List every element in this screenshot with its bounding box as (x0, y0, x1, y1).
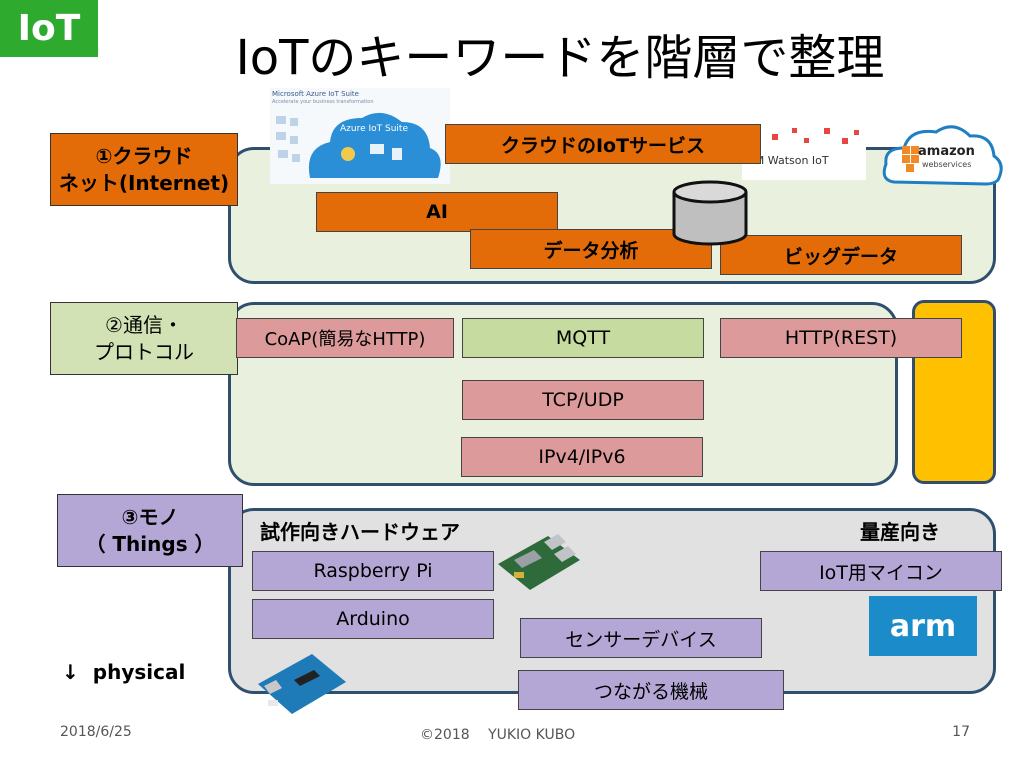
mass-production-heading: 量産向き (860, 520, 940, 544)
layer-label-things-line1: ③モノ (121, 504, 179, 529)
layer-label-cloud-line1: ①クラウド (95, 143, 193, 168)
slide-title: IoTのキーワードを階層で整理 (235, 30, 885, 86)
coap-box: CoAP(簡易なHTTP) (236, 318, 454, 358)
down-arrow-icon: ↓ (62, 660, 79, 684)
layer-label-things: ③モノ （ Things ） (57, 494, 243, 567)
physical-text: physical (92, 660, 186, 684)
footer-copyright: ©2018 YUKIO KUBO (420, 727, 576, 743)
prototype-hardware-heading: 試作向きハードウェア (260, 520, 460, 544)
connected-machine-box: つながる機械 (518, 670, 784, 710)
arm-logo: arm (869, 596, 977, 656)
azure-iot-suite-image: Microsoft Azure IoT Suite Accelerate you… (270, 88, 450, 184)
sensor-device-box: センサーデバイス (520, 618, 762, 658)
raspberry-pi-box: Raspberry Pi (252, 551, 494, 591)
mqtt-box: MQTT (462, 318, 704, 358)
layer-label-protocol: ②通信・ プロトコル (50, 302, 238, 375)
azure-title: Microsoft Azure IoT Suite (272, 90, 359, 98)
aws-word: amazon (918, 144, 975, 159)
big-data-box: ビッグデータ (720, 235, 962, 275)
footer-date: 2018/6/25 (60, 724, 132, 740)
watson-graphic-icon (772, 128, 859, 144)
iot-mcu-box: IoT用マイコン (760, 551, 1002, 591)
data-analytics-box: データ分析 (470, 229, 712, 269)
ipv4-ipv6-box: IPv4/IPv6 (461, 437, 703, 477)
tcp-udp-box: TCP/UDP (462, 380, 704, 420)
footer-page-number: 17 (952, 724, 970, 740)
ibm-watson-iot-image: IBM Watson IoT (742, 124, 866, 180)
layer-label-things-line2: （ Things ） (85, 531, 215, 556)
layer-label-cloud-line2: ネット(Internet) (58, 170, 230, 195)
physical-label: ↓ physical (62, 660, 212, 688)
layer-label-cloud: ①クラウド ネット(Internet) (50, 133, 238, 206)
layer-label-protocol-line1: ②通信・ (105, 312, 183, 337)
database-icon (670, 180, 750, 246)
aws-logo: amazon webservices (880, 120, 1006, 190)
azure-tagline: Accelerate your business transformation (272, 99, 374, 105)
ibm-text: IBM Watson IoT (744, 154, 829, 167)
iot-badge: IoT (0, 0, 98, 57)
arduino-board-icon (254, 640, 350, 718)
aws-cloud-icon (882, 125, 1003, 186)
arduino-box: Arduino (252, 599, 494, 639)
http-rest-box: HTTP(REST) (720, 318, 962, 358)
cloud-iot-service-box: クラウドのIoTサービス (445, 124, 761, 164)
raspberry-pi-board-icon (494, 520, 584, 596)
aws-word2: webservices (922, 160, 972, 169)
ai-box: AI (316, 192, 558, 232)
azure-cloud-icon (276, 112, 441, 178)
layer-label-protocol-line2: プロトコル (94, 339, 194, 364)
azure-cloud-title: Azure IoT Suite (340, 124, 408, 134)
